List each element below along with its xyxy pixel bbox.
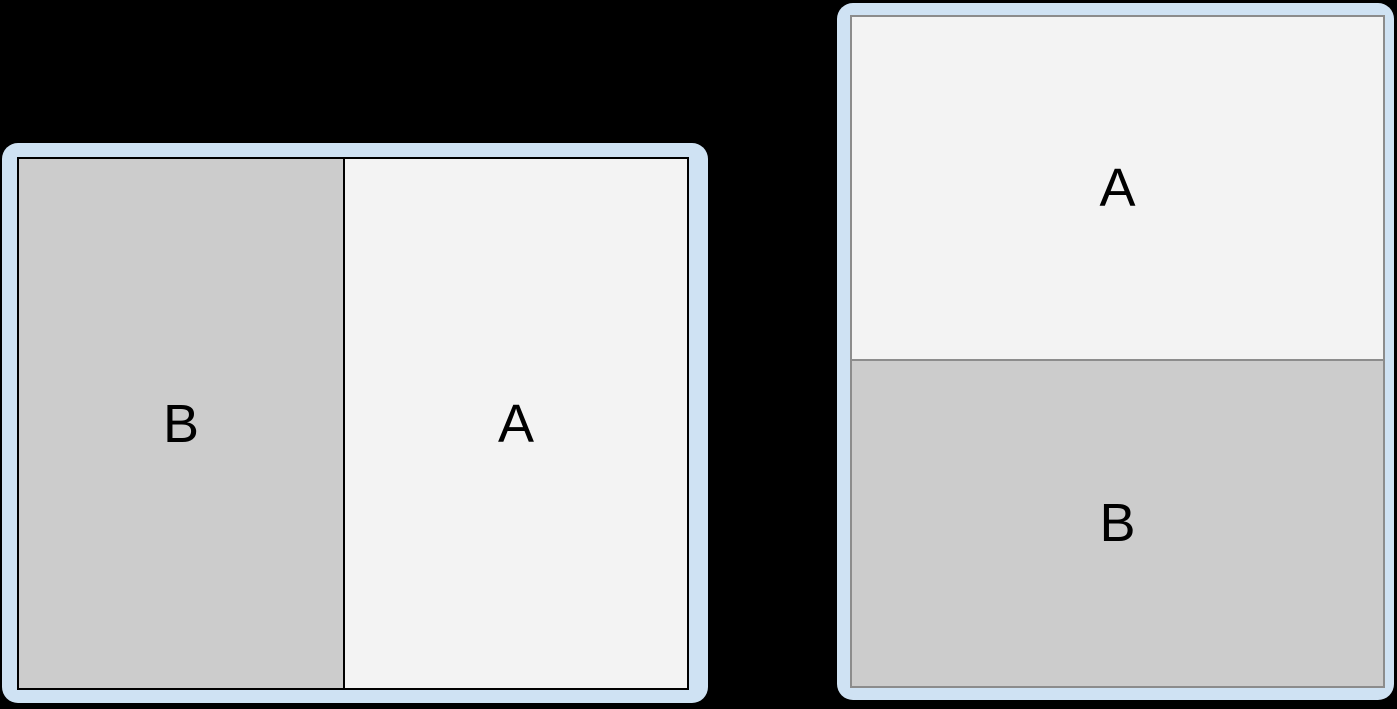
- portrait-pane-b: B: [852, 360, 1383, 686]
- landscape-screen: B A: [17, 157, 689, 690]
- pane-b-label: B: [162, 393, 199, 454]
- portrait-screen: A B: [850, 15, 1385, 688]
- pane-a-label: A: [1099, 157, 1136, 218]
- landscape-pane-a: A: [344, 159, 687, 688]
- pane-b-label: B: [1099, 493, 1136, 554]
- portrait-pane-a: A: [852, 17, 1383, 361]
- pane-a-label: A: [497, 393, 534, 454]
- portrait-device-frame: A B: [837, 3, 1394, 700]
- landscape-device-frame: B A: [2, 143, 708, 703]
- landscape-pane-b: B: [19, 159, 345, 688]
